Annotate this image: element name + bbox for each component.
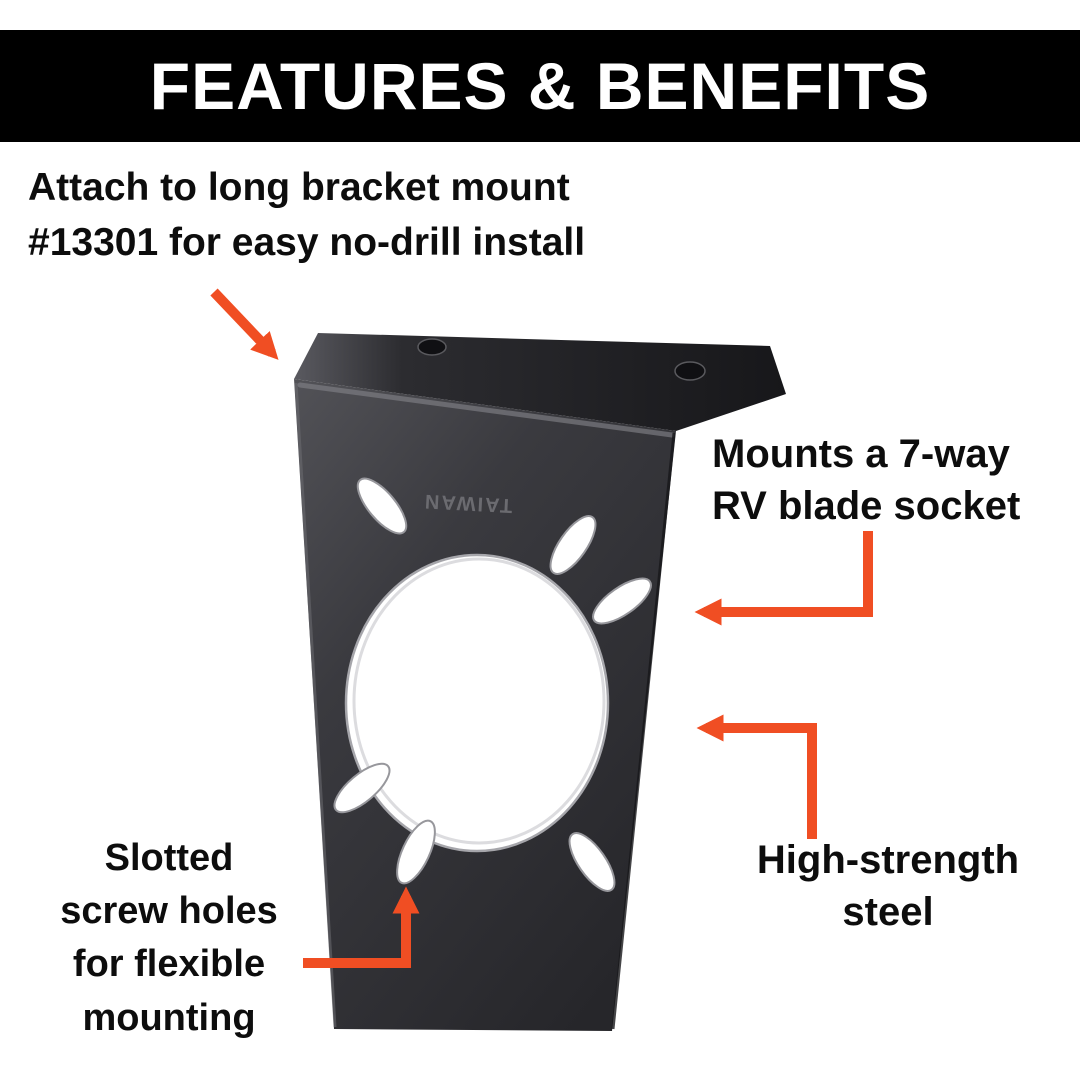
callout-attach: Attach to long bracket mount #13301 for …: [28, 160, 585, 271]
bracket-photo: TAIWAN: [294, 333, 786, 1031]
page-title: FEATURES & BENEFITS: [149, 49, 931, 123]
slot-hole-5: [396, 819, 436, 885]
header-band: FEATURES & BENEFITS: [0, 30, 1080, 142]
callout-socket-line2: RV blade socket: [712, 484, 1021, 528]
socket-hole-rim: [352, 557, 606, 845]
callout-slots-line1: Slotted: [104, 837, 234, 879]
callout-socket: Mounts a 7-way RV blade socket: [712, 428, 1020, 532]
callout-steel: High-strength steel: [738, 834, 1038, 938]
bracket-left-edge: [294, 382, 337, 1028]
slot-hole-3: [592, 577, 652, 625]
bracket-right-edge: [611, 432, 676, 1030]
flange-hole-left: [417, 338, 447, 356]
stamp-text: TAIWAN: [422, 490, 512, 517]
socket-hole: [344, 553, 610, 853]
callout-slots-line2: screw holes: [60, 890, 278, 933]
callout-attach-line1: Attach to long bracket mount: [28, 166, 570, 209]
callout-slots: Slotted screw holes for flexible mountin…: [38, 832, 300, 1045]
arrow-slots: [303, 886, 420, 968]
slot-hole-6: [568, 832, 616, 892]
callout-slots-line4: mounting: [82, 996, 256, 1039]
callout-steel-line2: steel: [842, 890, 934, 934]
callout-slots-line3: for flexible: [72, 943, 266, 986]
bracket-flange: [294, 333, 786, 431]
slot-hole-1: [356, 477, 408, 535]
slot-hole-2: [549, 515, 597, 575]
flange-hole-right: [674, 361, 706, 381]
callout-steel-line1: High-strength: [756, 838, 1020, 882]
callout-arrows: [210, 288, 873, 968]
callout-socket-line1: Mounts a 7-way: [712, 432, 1010, 476]
slot-hole-4: [333, 762, 391, 814]
arrow-attach: [210, 288, 279, 360]
arrow-steel: [696, 714, 817, 839]
callout-attach-line2: #13301 for easy no-drill install: [28, 221, 586, 265]
bracket-bend-highlight: [297, 382, 675, 438]
arrow-socket: [694, 531, 873, 626]
